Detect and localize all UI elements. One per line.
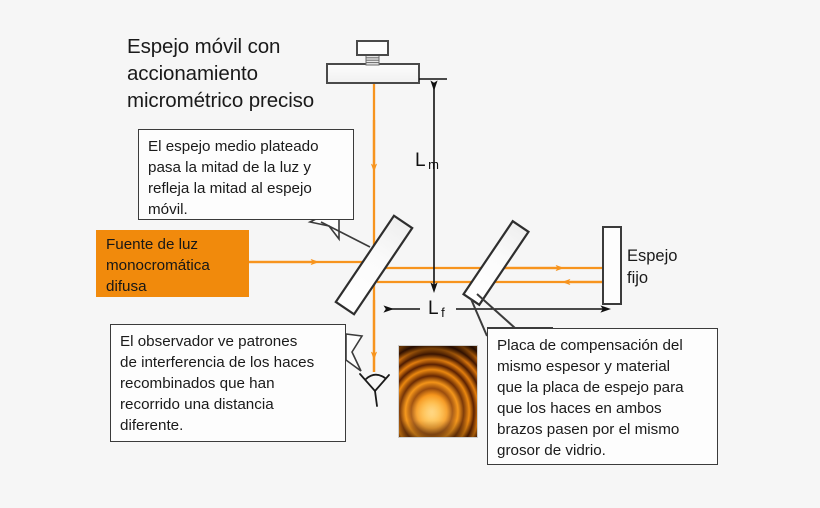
title-line-1: Espejo móvil con (127, 35, 281, 58)
interference-fringe-pattern (398, 345, 478, 438)
callout-compensator-plate: Placa de compensación del mismo espesor … (487, 328, 718, 465)
callout-observer-line-5: diferente. (120, 417, 184, 434)
callout-observer-line-1: El observador ve patrones (120, 333, 298, 350)
label-fixed-mirror: Espejo fijo (627, 245, 677, 289)
callout-observer-line-4: recorrido una distancia (120, 396, 274, 413)
callout-splitter-line-3: refleja la mitad al espejo (148, 180, 312, 197)
callout-observer-line-3: recombinados que han (120, 375, 275, 392)
label-lm-symbol: L (415, 150, 426, 171)
title-line-2: accionamiento (127, 62, 258, 85)
title-line-3: micrométrico preciso (127, 89, 315, 112)
dimension-lm (419, 78, 447, 294)
callout-observer-line-2: de interferencia de los haces (120, 354, 315, 371)
callout-compensator-line-2: mismo espesor y material (497, 358, 671, 375)
label-fixed-mirror-line-1: Espejo (627, 247, 678, 265)
label-lf-symbol: L (428, 298, 439, 319)
fringe-vignette (399, 346, 477, 437)
page-title: Espejo móvil con accionamiento micrométr… (127, 33, 377, 114)
callout-compensator-line-5: brazos pasen por el mismo (497, 421, 680, 438)
light-source-line-1: Fuente de luz (106, 236, 199, 253)
label-fixed-mirror-line-2: fijo (627, 269, 649, 287)
callout-compensator-line-3: que la placa de espejo para (497, 379, 684, 396)
callout-splitter-line-1: El espejo medio plateado (148, 138, 319, 155)
callout-splitter-line-2: pasa la mitad de la luz y (148, 159, 311, 176)
light-source-line-3: difusa (106, 278, 147, 295)
callout-compensator-line-6: grosor de vidrio. (497, 442, 606, 459)
callout-observer: El observador ve patrones de interferenc… (110, 324, 346, 442)
callout-tail-observer (345, 333, 364, 372)
callout-compensator-line-1: Placa de compensación del (497, 337, 683, 354)
compensator-plate[interactable] (461, 219, 531, 307)
observer-eye (359, 373, 390, 407)
callout-splitter-line-4: móvil. (148, 201, 188, 218)
beam-splitter[interactable] (334, 214, 414, 316)
callout-compensator-line-4: que los haces en ambos (497, 400, 662, 417)
label-lm-subscript: m (428, 157, 439, 172)
label-lf-subscript: f (441, 305, 445, 320)
light-source-line-2: monocromática (106, 257, 210, 274)
callout-beam-splitter: El espejo medio plateado pasa la mitad d… (138, 129, 354, 220)
light-source-box: Fuente de luz monocromática difusa (97, 230, 249, 297)
fixed-mirror[interactable] (602, 226, 622, 305)
micrometer-knob[interactable] (356, 40, 389, 56)
